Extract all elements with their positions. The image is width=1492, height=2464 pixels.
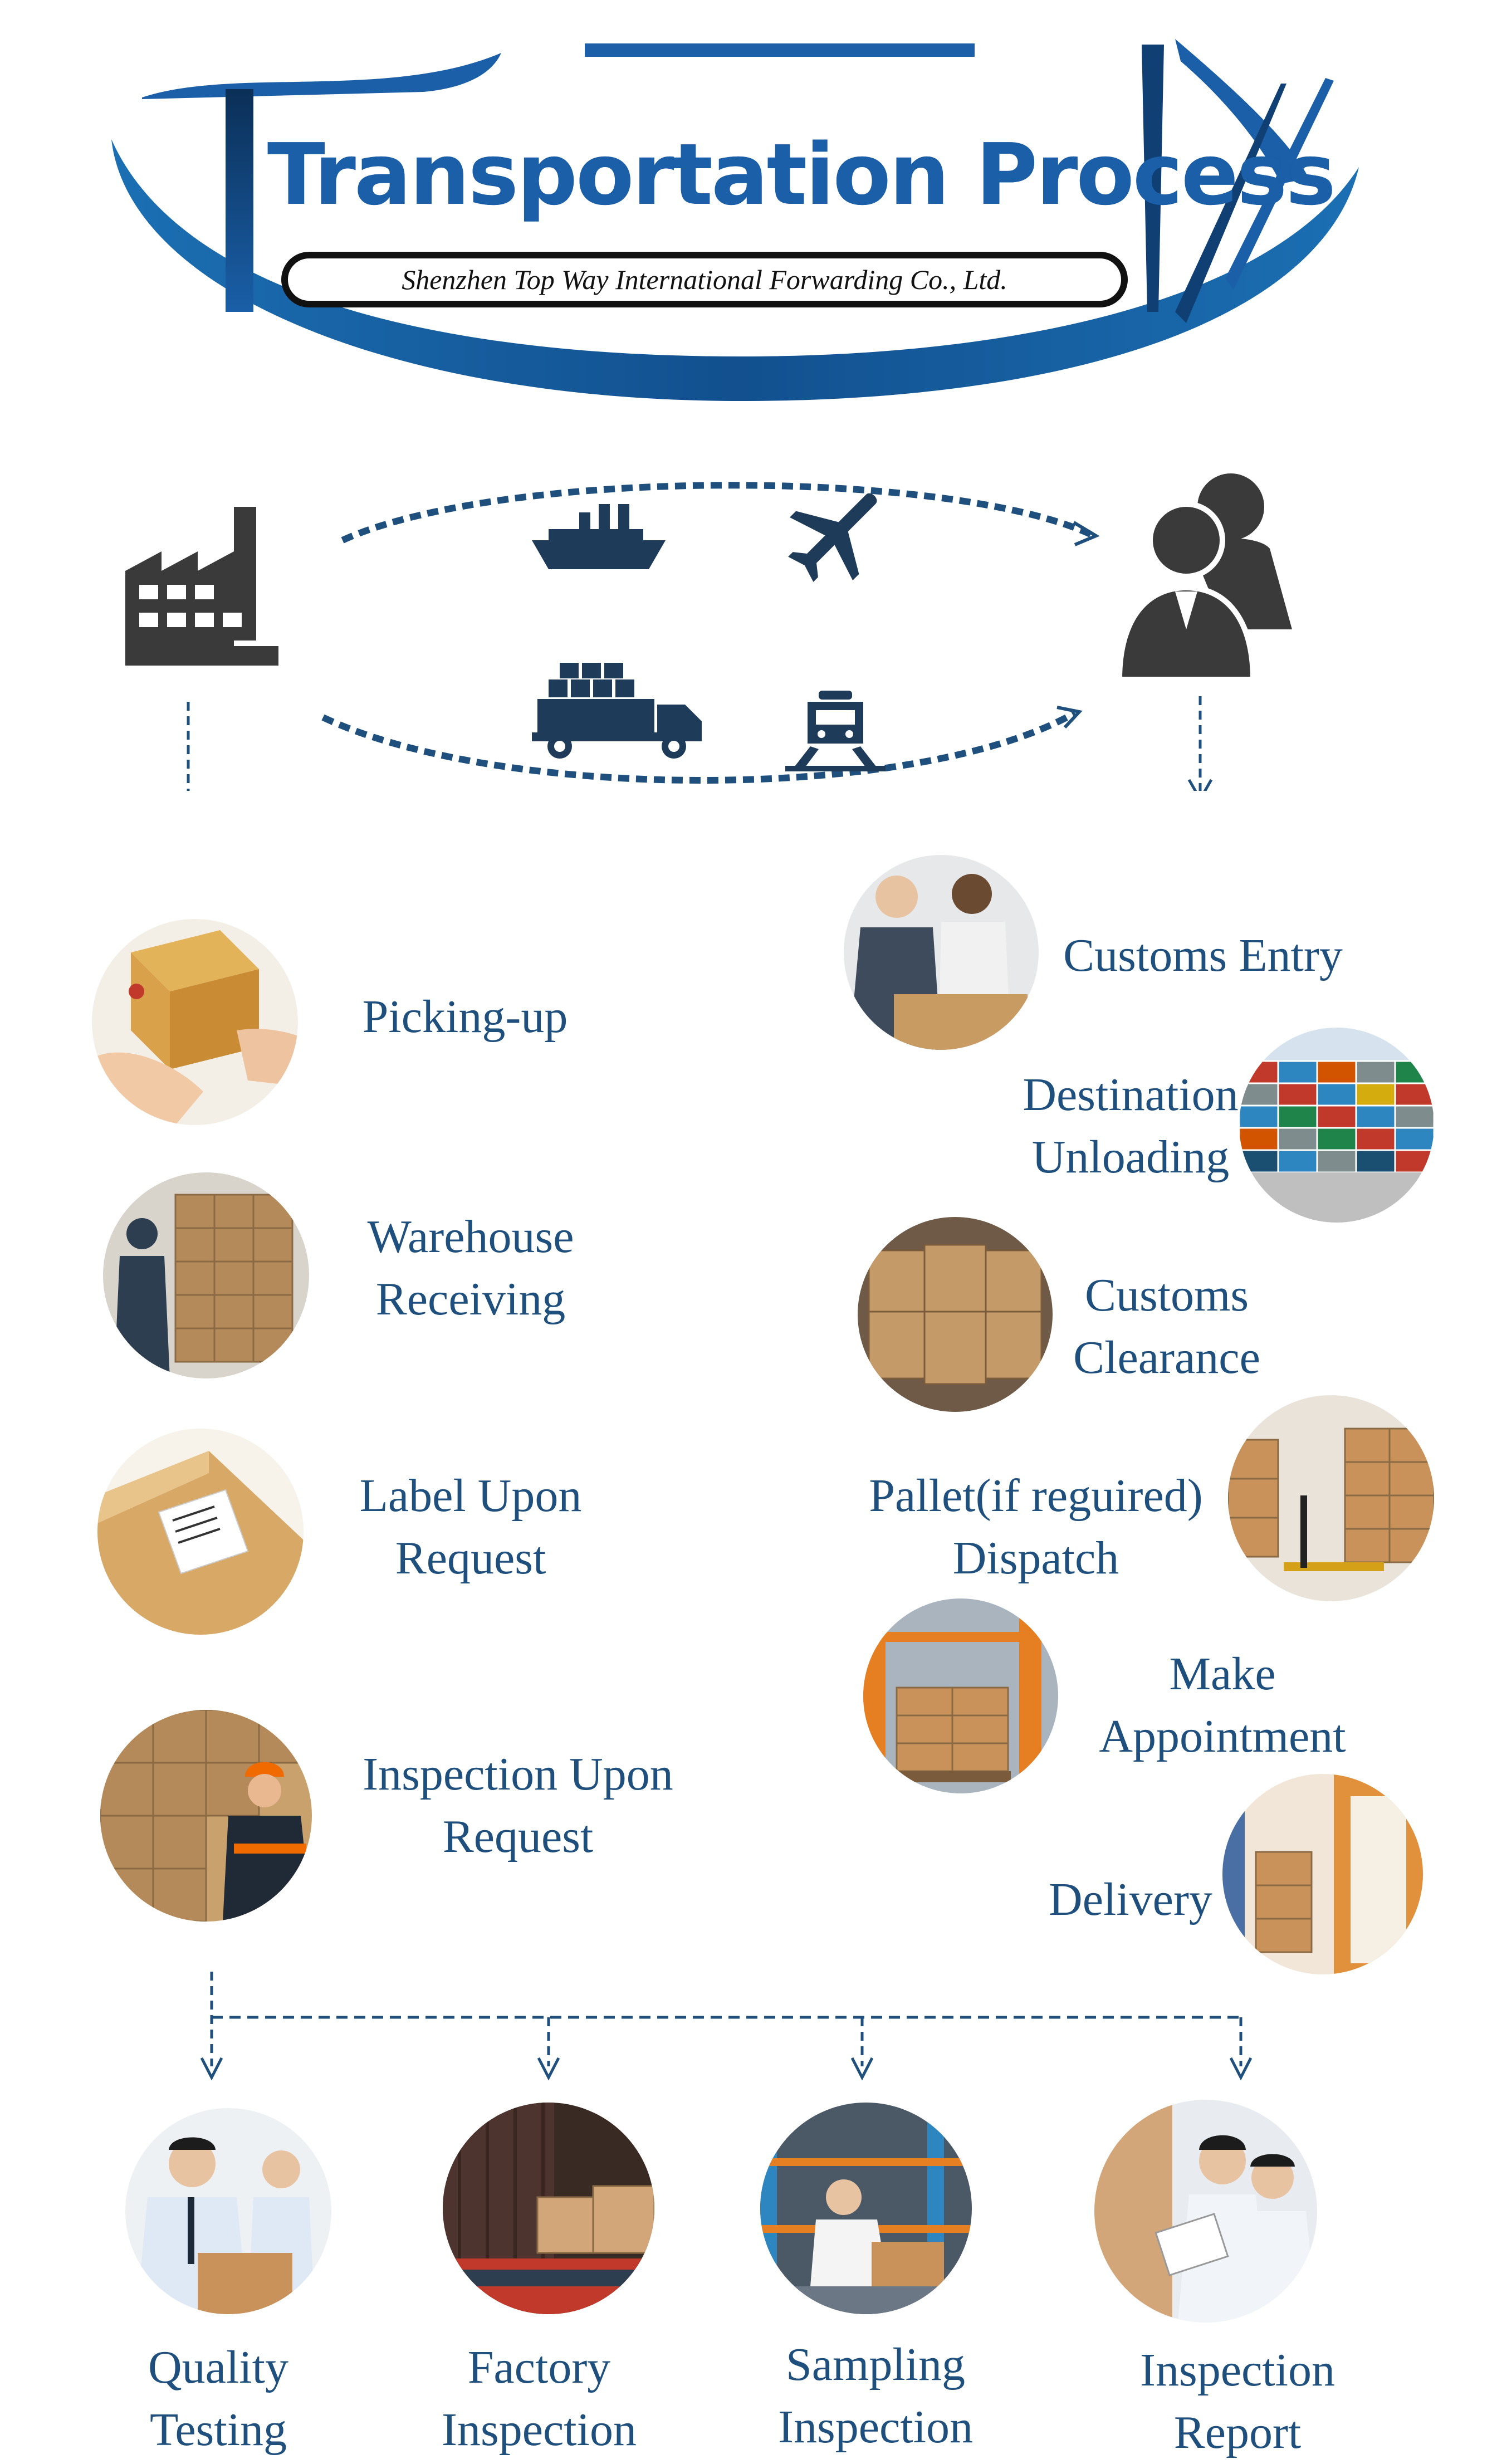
factory-inspection-label-line: Inspection [442, 2404, 637, 2456]
train-icon [785, 691, 886, 771]
warehouse-receiving-photo [103, 1172, 309, 1378]
label-upon-request-photo [97, 1429, 304, 1635]
sampling-inspection-label-line: Inspection [778, 2401, 973, 2453]
lower-route-arrowhead [1056, 706, 1083, 729]
inspection-connectors [200, 1972, 1253, 2081]
pallet-dispatch-label-line: Pallet(if reguired) [869, 1470, 1203, 1522]
label-upon-request-label-line: Request [395, 1532, 546, 1584]
inspection-report-label-line: Inspection [1140, 2344, 1335, 2396]
make-appointment-label-line: Appointment [1099, 1710, 1346, 1762]
inspection-upon-request-label-line: Inspection Upon [363, 1748, 673, 1800]
airplane-icon [788, 493, 877, 582]
customers-icon [1116, 473, 1292, 682]
picking-up-label-line: Picking-up [362, 991, 568, 1043]
picking-up-photo [92, 919, 298, 1125]
delivery-label-line: Delivery [1049, 1874, 1212, 1925]
make-appointment-photo [863, 1598, 1058, 1793]
quality-testing-label-line: Quality [148, 2341, 288, 2393]
factory-icon [125, 507, 278, 666]
pallet-dispatch-label: Pallet(if reguired) Dispatch [702, 1465, 1370, 1590]
inspection-report-label-line: Report [1173, 2407, 1302, 2458]
inspection-upon-request-label-line: Request [442, 1811, 594, 1862]
upper-route-arc [341, 482, 1093, 544]
pallet-dispatch-label-line: Dispatch [952, 1532, 1119, 1584]
warehouse-receiving-label-line: Receiving [375, 1273, 566, 1325]
destination-unloading-label-line: Unloading [1031, 1131, 1230, 1183]
upper-route-arrowhead [1073, 521, 1100, 546]
transport-routes [125, 473, 1292, 791]
quality-testing-label-line: Testing [149, 2404, 287, 2456]
page-title: Transportation Process [267, 125, 1336, 224]
customs-entry-photo [844, 855, 1039, 1050]
customs-clearance-photo [858, 1217, 1053, 1412]
sampling-inspection-label-line: Sampling [785, 2339, 965, 2390]
make-appointment-label-line: Make [1169, 1648, 1276, 1700]
picking-up-label: Picking-up [131, 986, 799, 1048]
inspection-report-photo [1094, 2100, 1317, 2323]
company-name: Shenzhen Top Way International Forwardin… [281, 252, 1128, 307]
truck-icon [532, 663, 702, 759]
customs-clearance-label-line: Clearance [1073, 1332, 1260, 1383]
label-upon-request-label-line: Label Upon [359, 1470, 582, 1522]
customs-entry-label-line: Customs Entry [1063, 930, 1343, 981]
factory-inspection-photo [443, 2103, 654, 2314]
customs-entry-label: Customs Entry [869, 925, 1492, 987]
customs-clearance-label-line: Customs [1084, 1269, 1249, 1321]
quality-testing-photo [125, 2108, 331, 2314]
destination-unloading-label-line: Destination [1023, 1069, 1239, 1121]
lower-route-arc [321, 710, 1077, 784]
factory-inspection-label-line: Factory [467, 2341, 611, 2393]
ship-icon [532, 504, 666, 569]
sampling-inspection-photo [760, 2103, 972, 2314]
delivery-label: Delivery [796, 1869, 1465, 1931]
header-logo-graphic [111, 39, 1359, 401]
pallet-dispatch-photo [1228, 1395, 1434, 1601]
warehouse-receiving-label-line: Warehouse [367, 1211, 574, 1263]
delivery-photo [1222, 1774, 1423, 1974]
